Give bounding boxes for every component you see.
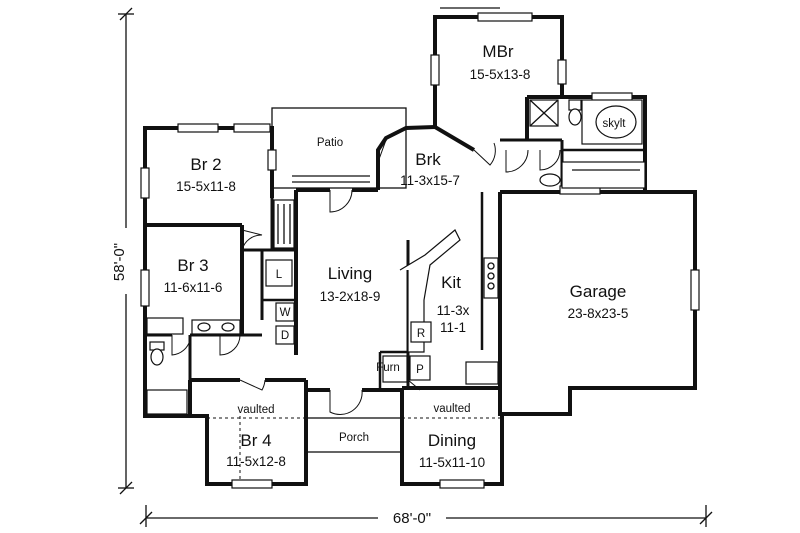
- br3-name: Br 3: [177, 256, 208, 275]
- mbr-name: MBr: [482, 42, 514, 61]
- exterior-walls: [143, 15, 697, 486]
- fixture-labels: L W D R P Furn: [276, 269, 425, 376]
- refrigerator-label: R: [417, 328, 425, 340]
- pantry-label: P: [416, 364, 424, 376]
- patio: [271, 107, 407, 189]
- br4-size: 11-5x12-8: [226, 454, 286, 469]
- garage-size: 23-8x23-5: [568, 306, 629, 321]
- kit-name: Kit: [441, 273, 461, 292]
- dining-size: 11-5x11-10: [419, 455, 485, 470]
- porch-label: Porch: [339, 432, 369, 444]
- doors: [171, 139, 561, 415]
- brk-name: Brk: [415, 150, 441, 169]
- patio-label: Patio: [317, 137, 343, 149]
- linen-label: L: [276, 269, 283, 281]
- washer-label: W: [280, 307, 291, 319]
- br4-note: vaulted: [237, 404, 274, 416]
- garage-name: Garage: [570, 282, 627, 301]
- porch: [305, 417, 403, 453]
- living-size: 13-2x18-9: [320, 289, 381, 304]
- kit-size-line1: 11-3x: [437, 303, 470, 318]
- depth-dimension: 58'-0": [111, 243, 128, 281]
- br3-size: 11-6x11-6: [164, 280, 223, 295]
- furnace-label: Furn: [376, 362, 400, 374]
- fixtures: [146, 99, 646, 415]
- kit-size-line2: 11-1: [440, 320, 466, 335]
- dining-name: Dining: [428, 431, 476, 450]
- room-labels: MBr 15-5x13-8 skylt Patio Brk 11-3x15-7 …: [164, 42, 629, 470]
- br4-name: Br 4: [240, 431, 271, 450]
- dryer-label: D: [281, 330, 289, 342]
- windows: [140, 12, 700, 489]
- living-name: Living: [328, 264, 372, 283]
- dining-note: vaulted: [433, 403, 470, 415]
- mbr-size: 15-5x13-8: [470, 67, 531, 82]
- width-dimension: 68'-0": [393, 510, 431, 527]
- skylight-label: skylt: [603, 118, 627, 130]
- brk-size: 11-3x15-7: [400, 173, 460, 188]
- br2-size: 15-5x11-8: [176, 179, 236, 194]
- br2-name: Br 2: [190, 155, 221, 174]
